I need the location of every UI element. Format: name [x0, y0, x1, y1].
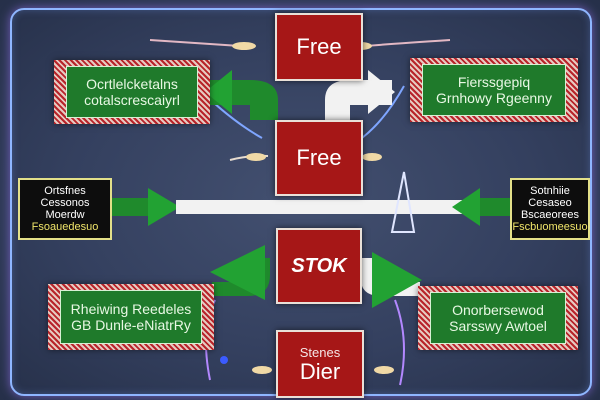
panel-bottom-left-body: Rheiwing Reedeles GB Dunle-eNiatrRy: [60, 290, 202, 344]
connector-plug-mid-right: [362, 153, 382, 161]
bottom-box: Stenes Dier: [276, 330, 364, 398]
panel-top-left-body: Ocrtlelcketalns cotalscrescaiyrl: [66, 66, 198, 118]
arrowhead-top-right: [368, 70, 395, 114]
arrowhead-bottom-left: [210, 245, 265, 300]
light-streak-middle: [390, 171, 416, 233]
connector-plug-top-left: [232, 42, 256, 50]
green-arrow-right-shaft: [478, 198, 512, 216]
panel-top-right-body: Fierssgepiq Grnhowy Rgeenny: [422, 64, 566, 116]
connector-plug-mid-left: [246, 153, 266, 161]
panel-bottom-left-line-1: Rheiwing Reedeles: [70, 301, 192, 317]
sidebox-left-line-1: Ortsfnes: [44, 185, 86, 197]
panel-bottom-left-line-2: GB Dunle-eNiatrRy: [71, 317, 191, 333]
panel-top-left-line-2: cotalscrescaiyrl: [84, 92, 180, 108]
white-bar-middle: [176, 200, 466, 214]
sidebox-right-line-2: Cesaseo: [528, 197, 572, 209]
sidebox-right: Sotnhiie Cesaseo Bscaeorees Fscbuomeesuo: [510, 178, 590, 240]
stop-box: STOK: [276, 228, 362, 304]
free-box-top: Free: [275, 13, 363, 81]
wire-bottom-right: [394, 299, 405, 386]
panel-bottom-right-line-2: Sarsswy Awtoel: [449, 318, 547, 334]
panel-top-left: Ocrtlelcketalns cotalscrescaiyrl: [54, 60, 210, 124]
wire-top-right: [364, 39, 451, 47]
panel-top-right-line-1: Fierssgepiq: [457, 74, 531, 90]
connector-plug-bottom-left: [252, 366, 272, 374]
green-arrow-left-shaft: [112, 198, 150, 216]
stop-box-label: STOK: [291, 255, 347, 277]
sidebox-right-line-1: Sotnhiie: [530, 185, 570, 197]
panel-top-right-line-2: Grnhowy Rgeenny: [436, 90, 552, 106]
wire-top-left: [149, 39, 241, 47]
free-box-top-label: Free: [296, 34, 342, 59]
arrowhead-right: [452, 188, 480, 226]
sidebox-left-line-4: Fsoauedesuo: [31, 221, 99, 233]
free-box-middle-label: Free: [296, 145, 342, 170]
panel-top-left-line-1: Ocrtlelcketalns: [86, 76, 178, 92]
panel-top-right: Fierssgepiq Grnhowy Rgeenny: [410, 58, 578, 122]
wire-top-right-down: [361, 85, 405, 139]
sidebox-left-line-3: Moerdw: [45, 209, 85, 221]
arrowhead-top-left: [205, 70, 232, 114]
panel-bottom-right: Onorbersewod Sarsswy Awtoel: [418, 286, 578, 350]
panel-bottom-right-body: Onorbersewod Sarsswy Awtoel: [430, 292, 566, 344]
connector-plug-bottom-right: [374, 366, 394, 374]
free-box-middle: Free: [275, 120, 363, 196]
arrowhead-left: [148, 188, 180, 226]
sidebox-left: Ortsfnes Cessonos Moerdw Fsoauedesuo: [18, 178, 112, 240]
bottom-box-label: Dier: [299, 358, 341, 384]
sidebox-left-line-2: Cessonos: [40, 197, 90, 209]
arrowhead-bottom-right: [372, 252, 422, 308]
panel-bottom-left: Rheiwing Reedeles GB Dunle-eNiatrRy: [48, 284, 214, 350]
bottom-box-subtitle: Stenes: [299, 344, 341, 360]
sidebox-right-line-4: Fscbuomeesuo: [512, 221, 588, 233]
sidebox-right-line-3: Bscaeorees: [520, 209, 580, 221]
connector-dot-bottom: [220, 356, 228, 364]
panel-bottom-right-line-1: Onorbersewod: [452, 302, 544, 318]
